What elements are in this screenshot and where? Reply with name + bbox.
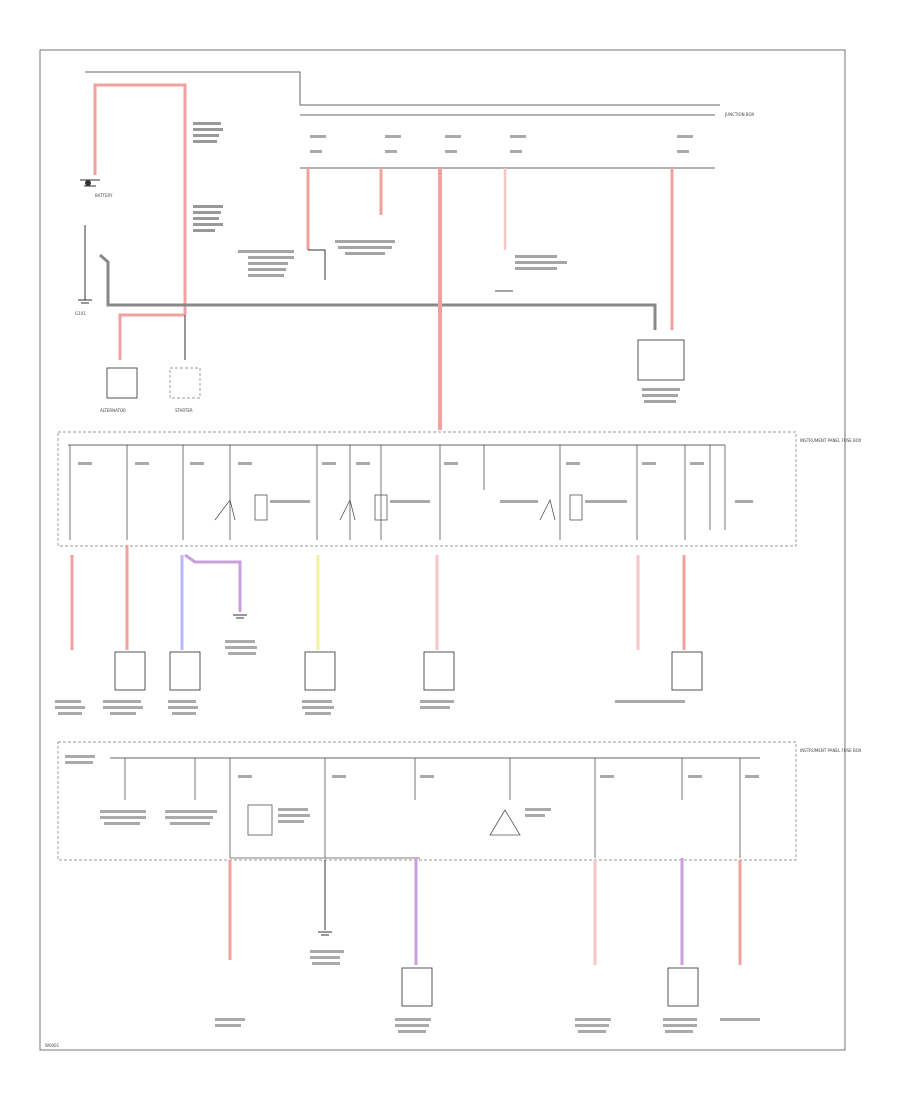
fuse-box-middle-label: INSTRUMENT PANEL FUSE BOX [800, 438, 862, 443]
battery-icon [80, 179, 100, 187]
battery-feed-wire [93, 83, 187, 315]
bottom-component-notes [215, 950, 760, 1033]
top-section-notes [238, 240, 567, 292]
top-bus-line [85, 71, 720, 106]
mid-fuse-notes [78, 462, 753, 503]
relay-icon [247, 804, 521, 836]
bottom-fuse-notes [65, 755, 759, 825]
starter-label: STARTER [175, 408, 193, 413]
bottom-component-1 [401, 967, 433, 1007]
bottom-component-2 [667, 967, 699, 1007]
fuse-box-bottom [57, 741, 797, 861]
footer-code: W0001 [45, 1043, 60, 1048]
fuse-box-middle [57, 431, 797, 547]
mid-component-4 [423, 651, 455, 691]
fuse-box-bottom-label: INSTRUMENT PANEL FUSE BOX [800, 748, 862, 753]
fusible-link-notes [193, 122, 223, 232]
alternator-wire [118, 313, 185, 360]
top-right-component-box [637, 339, 685, 381]
mid-component-3 [304, 651, 336, 691]
top-fuse-drop-1b [308, 249, 326, 280]
top-fuse-labels [310, 135, 693, 153]
ground-icon [233, 614, 247, 619]
ground-label-left: G101 [75, 311, 86, 316]
ground-icon [78, 299, 92, 304]
mid-feed-4 [184, 553, 242, 612]
relay-icon [214, 494, 583, 521]
alternator-box [106, 367, 138, 399]
junction-top-label: JUNCTION BOX [724, 112, 754, 117]
fuse-icon [124, 758, 741, 859]
starter-box [169, 367, 201, 399]
mid-component-2 [169, 651, 201, 691]
diagram-frame [39, 49, 846, 1051]
ground-icon [318, 931, 332, 936]
ground-bus-wire [99, 253, 657, 330]
fuse-icon [69, 445, 726, 540]
alternator-label: ALTERNATOR [100, 408, 126, 413]
battery-label: BATTERY [95, 193, 113, 198]
mid-component-1 [114, 651, 146, 691]
mid-component-5 [671, 651, 703, 691]
top-right-component-notes [642, 388, 680, 403]
mid-component-notes [55, 640, 685, 715]
